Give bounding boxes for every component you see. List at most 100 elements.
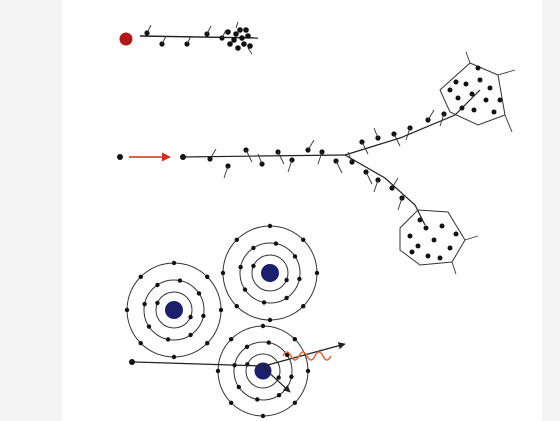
orbital-electron bbox=[201, 313, 206, 319]
orbital-electron bbox=[124, 307, 130, 313]
atom-shell bbox=[251, 254, 289, 292]
incoming-particle bbox=[129, 359, 135, 365]
upper-branch-track bbox=[344, 89, 481, 156]
atom-nucleus bbox=[261, 264, 279, 282]
delta-ray bbox=[451, 261, 457, 275]
delta-ray bbox=[465, 51, 471, 64]
orbital-electron bbox=[301, 304, 306, 309]
orbital-electron bbox=[171, 354, 177, 360]
deflected-path bbox=[263, 342, 346, 367]
lower-branch-cluster bbox=[407, 217, 479, 275]
cluster-dot bbox=[241, 41, 247, 47]
orbital-electron bbox=[238, 264, 243, 270]
cluster-dot bbox=[491, 109, 497, 115]
orbital-electron bbox=[215, 368, 221, 374]
cluster-dot bbox=[233, 31, 239, 37]
atom-nucleus bbox=[254, 362, 272, 380]
atom-shell bbox=[143, 279, 205, 341]
orbital-electron bbox=[142, 301, 147, 307]
orbital-electron bbox=[266, 340, 271, 345]
delta-ray bbox=[257, 153, 263, 165]
cluster-dot bbox=[447, 87, 453, 93]
incoming-particle-path bbox=[134, 361, 263, 367]
delta-ray bbox=[335, 160, 343, 174]
orbital-electron bbox=[196, 291, 202, 296]
lower-cluster-outline bbox=[399, 209, 466, 266]
delta-ray bbox=[464, 235, 479, 241]
orbital-electron bbox=[242, 287, 248, 292]
orbital-electron bbox=[234, 304, 239, 309]
delta-ray bbox=[427, 109, 435, 121]
orbital-electron bbox=[205, 341, 210, 346]
orbital-electron bbox=[276, 392, 282, 398]
orbital-electron bbox=[267, 317, 273, 323]
atom-shell bbox=[155, 291, 193, 329]
orbital-electron bbox=[146, 324, 152, 329]
orbital-electron bbox=[261, 300, 267, 305]
orbital-electron bbox=[292, 336, 298, 342]
atom-shell bbox=[233, 341, 293, 401]
cluster-dot bbox=[415, 243, 421, 249]
cluster-dot bbox=[407, 233, 413, 239]
delta-ray bbox=[373, 179, 379, 193]
orbital-electron bbox=[220, 270, 226, 276]
cluster-dot bbox=[227, 41, 233, 47]
cluster-dot bbox=[447, 245, 453, 251]
orbital-electron bbox=[155, 300, 160, 306]
cluster-dot bbox=[231, 37, 237, 43]
delta-ray bbox=[439, 113, 445, 127]
orbital-electron bbox=[260, 323, 266, 329]
delta-ray bbox=[186, 35, 192, 45]
orbital-electron bbox=[251, 263, 256, 269]
delta-ray bbox=[307, 139, 315, 151]
cluster-dot bbox=[497, 97, 503, 103]
orbital-electron bbox=[276, 375, 281, 380]
atom-nucleus bbox=[165, 301, 183, 319]
orbital-electron bbox=[188, 332, 193, 338]
cluster-dot bbox=[417, 217, 423, 223]
orbital-electron bbox=[251, 245, 256, 251]
orbital-electron bbox=[228, 400, 234, 406]
delta-ray bbox=[223, 165, 229, 179]
atoms-group bbox=[124, 223, 346, 419]
cluster-dot bbox=[235, 45, 241, 51]
photon-wave bbox=[282, 351, 332, 361]
orbital-electron bbox=[260, 413, 266, 419]
delta-ray bbox=[277, 151, 285, 165]
orbital-electron bbox=[267, 223, 273, 229]
cluster-dot bbox=[453, 79, 459, 85]
orbital-electron bbox=[188, 314, 193, 320]
delta-ray bbox=[397, 197, 403, 211]
lower-branch-track bbox=[344, 154, 426, 226]
delta-ray bbox=[161, 35, 167, 45]
delta-ray bbox=[317, 151, 323, 165]
cluster-dot bbox=[439, 223, 445, 229]
cluster-dot bbox=[409, 249, 415, 255]
orbital-electron bbox=[255, 397, 260, 402]
alpha-track-line bbox=[139, 35, 259, 39]
delta-ray bbox=[347, 151, 353, 163]
alpha-particle bbox=[119, 32, 133, 46]
orbital-electron bbox=[301, 237, 306, 242]
orbital-electron bbox=[314, 270, 320, 276]
alpha-track bbox=[119, 21, 259, 55]
electron-source bbox=[117, 154, 123, 160]
orbital-electron bbox=[292, 254, 298, 259]
delta-ray bbox=[365, 171, 373, 185]
orbital-electron bbox=[284, 277, 289, 283]
orbital-electron bbox=[165, 337, 171, 342]
atom-shell bbox=[239, 242, 301, 304]
orbital-electron bbox=[138, 341, 143, 346]
delta-ray bbox=[361, 141, 369, 155]
orbital-electron bbox=[289, 374, 294, 379]
cluster-dot bbox=[425, 253, 431, 259]
cluster-dot bbox=[423, 225, 429, 231]
electron-main-track bbox=[182, 154, 346, 158]
cluster-dot bbox=[239, 35, 245, 41]
orbital-electron bbox=[292, 400, 298, 406]
orbital-electron bbox=[205, 274, 210, 279]
cluster-dot bbox=[477, 77, 483, 83]
cluster-dot bbox=[459, 105, 465, 111]
delta-ray bbox=[209, 148, 217, 160]
orbital-electron bbox=[171, 260, 177, 266]
